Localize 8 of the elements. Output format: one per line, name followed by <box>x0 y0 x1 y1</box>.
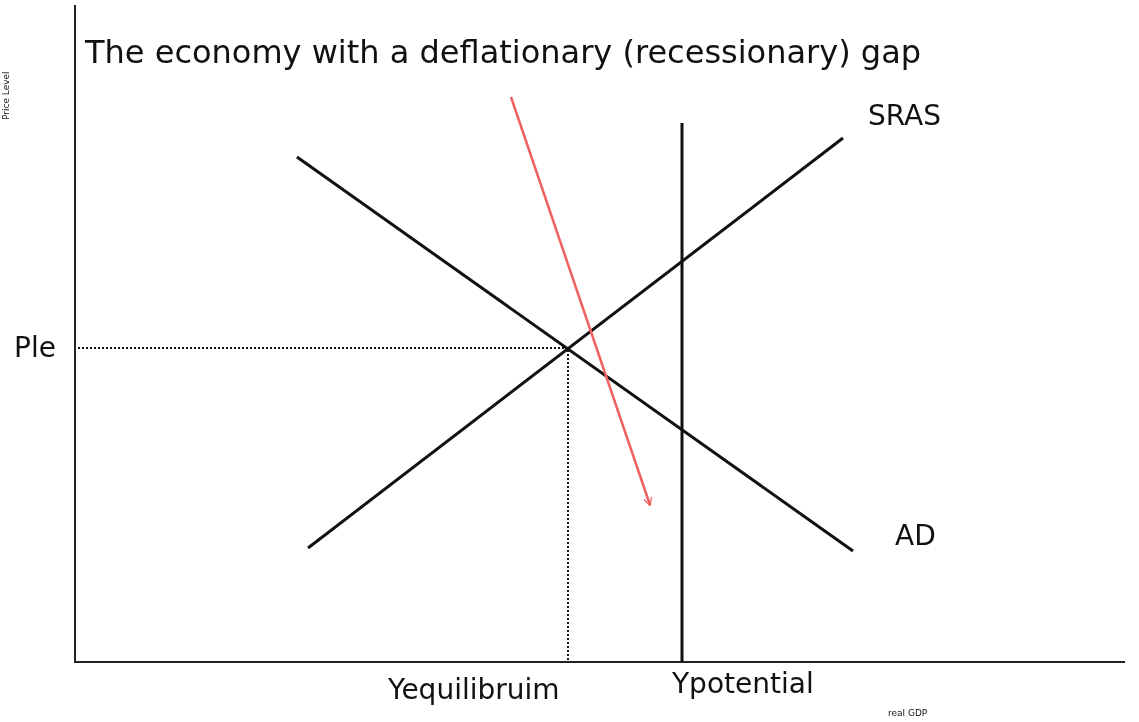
chart-title: The economy with a deflationary (recessionary) gap <box>85 36 922 68</box>
axis-label: real GDP <box>888 709 928 718</box>
axis-value-label: Ple <box>14 334 56 362</box>
axis-value-label: Yequilibruim <box>388 676 560 704</box>
curve-label: AD <box>895 522 936 550</box>
curve-label: SRAS <box>868 102 942 130</box>
axis-value-label: Ypotential <box>672 670 814 698</box>
axis-label: Price Level <box>2 71 11 120</box>
